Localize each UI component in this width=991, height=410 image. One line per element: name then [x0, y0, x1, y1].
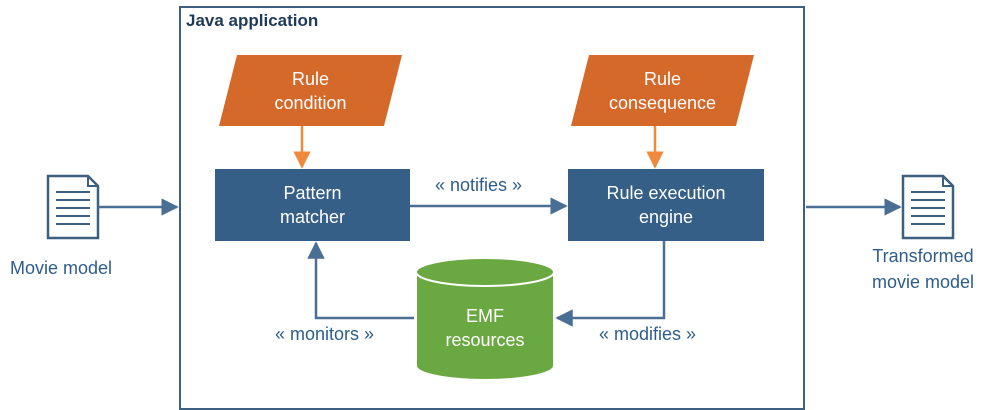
rule-engine-shape — [568, 169, 764, 241]
rule-condition-line: condition — [274, 92, 347, 113]
input-label: Movie model — [10, 258, 113, 278]
monitors-label: « monitors » — [275, 324, 375, 344]
diagram-canvas — [46, 55, 955, 381]
document-icon — [901, 174, 955, 240]
pattern-matcher-shape — [215, 169, 410, 241]
rule-condition-shape — [219, 55, 402, 126]
rule-consequence-shape — [571, 55, 754, 126]
modifies-label: « modifies » — [599, 324, 697, 344]
modifies-arrow — [555, 241, 666, 327]
document-icon — [46, 174, 100, 240]
pattern-matcher-label: Pattern matcher — [215, 169, 410, 241]
rule-consequence-line: consequence — [608, 92, 717, 113]
emf-resources-line: resources — [445, 330, 525, 350]
rule-engine-label: Rule execution engine — [568, 169, 764, 241]
emf-resources-label: EMF resources — [416, 298, 554, 358]
output-label: Transformed movie model — [858, 243, 988, 295]
output-label-line: movie model — [871, 272, 975, 292]
emf-resources-line: EMF — [466, 306, 504, 326]
rule-condition-label: Rule condition — [219, 55, 402, 126]
rule-condition-line: Rule — [291, 68, 330, 89]
notifies-label: « notifies » — [435, 175, 523, 195]
rule-consequence-label: Rule consequence — [571, 55, 754, 126]
pattern-matcher-line: Pattern — [283, 183, 342, 203]
monitors-arrow — [307, 241, 414, 320]
rule-consequence-line: Rule — [643, 68, 682, 89]
output-label-line: Transformed — [872, 246, 974, 266]
rule-engine-line: engine — [638, 207, 694, 227]
rule-engine-line: Rule execution — [606, 183, 726, 203]
pattern-matcher-line: matcher — [279, 207, 346, 227]
emf-resources-cylinder — [415, 257, 555, 381]
container-title: Java application — [186, 11, 319, 30]
